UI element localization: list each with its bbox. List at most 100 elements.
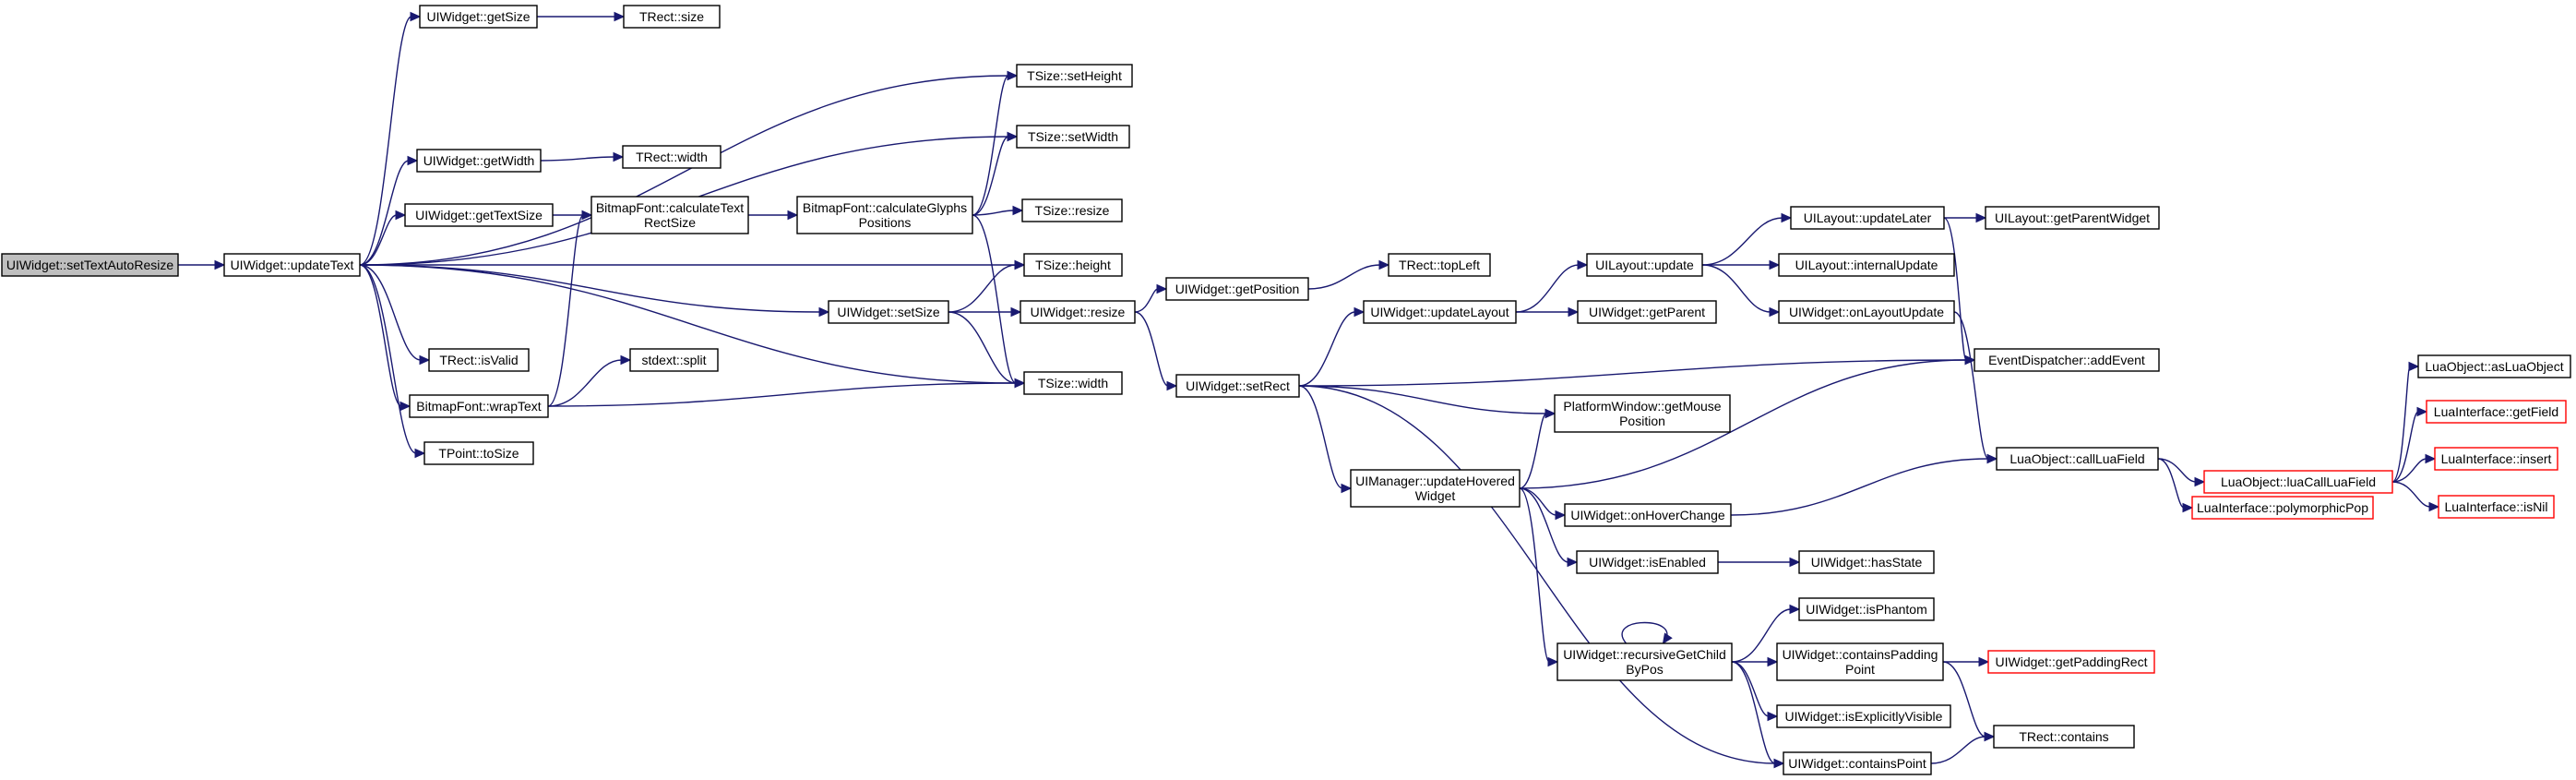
node-setHeight[interactable]: TSize::setHeight	[1016, 64, 1133, 88]
arrow-head	[1781, 212, 1793, 223]
node-updateLater[interactable]: UILayout::updateLater	[1790, 206, 1945, 230]
arrow-head	[1555, 510, 1567, 521]
node-label: LuaInterface::getField	[2434, 404, 2558, 419]
edge-onHoverChange-to-callLuaField	[1730, 453, 1998, 516]
node-layout_update[interactable]: UILayout::update	[1586, 253, 1703, 277]
edge-updateText-to-getTextSize	[359, 210, 407, 266]
node-setWidth[interactable]: TSize::setWidth	[1016, 125, 1130, 149]
edge-line	[1519, 487, 1550, 663]
node-getWidth[interactable]: UIWidget::getWidth	[416, 149, 542, 173]
edge-line	[359, 264, 422, 361]
node-setTextAutoResize[interactable]: UIWidget::setTextAutoResize	[1, 253, 179, 277]
edge-line	[359, 264, 402, 407]
node-insert[interactable]: LuaInterface::insert	[2434, 447, 2558, 471]
node-getField[interactable]: LuaInterface::getField	[2426, 400, 2567, 424]
edge-line	[1519, 413, 1547, 489]
edge-wrapText-to-calculateTextRectSize	[547, 210, 593, 407]
node-containsPoint[interactable]: UIWidget::containsPoint	[1783, 751, 1932, 775]
node-label: LuaInterface::isNil	[2444, 499, 2547, 514]
node-polymorphicPop[interactable]: LuaInterface::polymorphicPop	[2191, 496, 2374, 520]
node-hasState[interactable]: UIWidget::hasState	[1798, 550, 1935, 574]
node-box	[419, 5, 538, 29]
arrow-head	[1769, 259, 1781, 270]
edge-line	[972, 75, 1009, 216]
node-resize_tsize[interactable]: TSize::resize	[1021, 198, 1123, 222]
node-getPaddingRect[interactable]: UIWidget::getPaddingRect	[1987, 650, 2155, 674]
node-toSize[interactable]: TPoint::toSize	[423, 441, 534, 465]
node-label: UIWidget::onHoverChange	[1570, 508, 1725, 522]
node-onLayoutUpdate[interactable]: UIWidget::onLayoutUpdate	[1778, 300, 1955, 324]
node-internalUpdate[interactable]: UILayout::internalUpdate	[1778, 253, 1955, 277]
node-height[interactable]: TSize::height	[1023, 253, 1123, 277]
edge-setSize-to-width	[948, 311, 1026, 389]
arrow-head	[620, 354, 632, 366]
node-getParentWidget[interactable]: UILayout::getParentWidget	[1985, 206, 2160, 230]
node-updateLayout[interactable]: UIWidget::updateLayout	[1363, 300, 1517, 324]
node-luaCallLuaField[interactable]: LuaObject::luaCallLuaField	[2203, 470, 2393, 494]
node-label: UIWidget::isExplicitlyVisible	[1785, 709, 1943, 724]
node-label: TRect::contains	[2019, 729, 2108, 744]
node-box	[623, 5, 721, 29]
node-wrapText[interactable]: BitmapFont::wrapText	[409, 394, 549, 418]
edge-callLuaField-to-luaCallLuaField	[2157, 458, 2206, 487]
node-onHoverChange[interactable]: UIWidget::onHoverChange	[1564, 503, 1732, 527]
node-label: TSize::height	[1035, 258, 1111, 272]
node-label: UIWidget::hasState	[1811, 555, 1923, 570]
node-box	[2203, 470, 2393, 494]
node-callLuaField[interactable]: LuaObject::callLuaField	[1996, 447, 2159, 471]
edge-line	[972, 210, 1015, 216]
edge-isEnabled-to-hasState	[1717, 557, 1801, 568]
arrow-head	[1341, 483, 1353, 494]
node-label: TSize::width	[1038, 376, 1108, 390]
node-getTextSize[interactable]: UIWidget::getTextSize	[404, 203, 554, 227]
node-updateText[interactable]: UIWidget::updateText	[223, 253, 361, 277]
arrow-head	[2194, 476, 2206, 487]
node-asLuaObject[interactable]: LuaObject::asLuaObject	[2417, 354, 2571, 378]
node-box	[416, 149, 542, 173]
node-setRect[interactable]: UIWidget::setRect	[1175, 374, 1300, 398]
node-label: UIWidget::setTextAutoResize	[6, 258, 174, 272]
node-getSize[interactable]: UIWidget::getSize	[419, 5, 538, 29]
node-getPosition[interactable]: UIWidget::getPosition	[1165, 277, 1309, 301]
node-isValid[interactable]: TRect::isValid	[428, 348, 530, 372]
node-setSize[interactable]: UIWidget::setSize	[828, 300, 949, 324]
node-getParent[interactable]: UIWidget::getParent	[1577, 300, 1717, 324]
node-label: ByPos	[1626, 662, 1663, 677]
edge-line	[540, 156, 615, 162]
edge-line	[2157, 458, 2197, 483]
node-width[interactable]: TSize::width	[1023, 371, 1123, 395]
node-isExplicitlyVisible[interactable]: UIWidget::isExplicitlyVisible	[1776, 704, 1951, 728]
arrow-head	[1964, 354, 1976, 366]
node-contains[interactable]: TRect::contains	[1993, 725, 2135, 749]
node-isPhantom[interactable]: UIWidget::isPhantom	[1798, 597, 1935, 621]
node-isEnabled[interactable]: UIWidget::isEnabled	[1576, 550, 1719, 574]
edge-updateLayout-to-layout_update	[1515, 259, 1589, 313]
node-TRect_width[interactable]: TRect::width	[622, 145, 722, 169]
node-topLeft[interactable]: TRect::topLeft	[1388, 253, 1491, 277]
node-box	[796, 196, 973, 234]
edge-callLuaField-to-polymorphicPop	[2157, 458, 2194, 513]
node-split[interactable]: stdext::split	[629, 348, 719, 372]
arrow-head	[1986, 453, 1998, 464]
node-label: UIWidget::updateLayout	[1370, 305, 1509, 319]
arrow-head	[1767, 656, 1779, 667]
node-TRect_size[interactable]: TRect::size	[623, 5, 721, 29]
edge-line	[1134, 311, 1169, 387]
node-addEvent[interactable]: EventDispatcher::addEvent	[1974, 348, 2160, 372]
node-isNil[interactable]: LuaInterface::isNil	[2438, 495, 2555, 519]
edge-line	[948, 264, 1017, 313]
edge-line	[1730, 458, 1989, 516]
edge-line	[948, 311, 1017, 384]
node-label: TRect::size	[639, 9, 704, 24]
node-box	[2417, 354, 2571, 378]
node-label: BitmapFont::calculateText	[596, 200, 744, 215]
node-box	[1388, 253, 1491, 277]
node-resize_widget[interactable]: UIWidget::resize	[1020, 300, 1136, 324]
edge-setTextAutoResize-to-updateText	[178, 259, 226, 270]
